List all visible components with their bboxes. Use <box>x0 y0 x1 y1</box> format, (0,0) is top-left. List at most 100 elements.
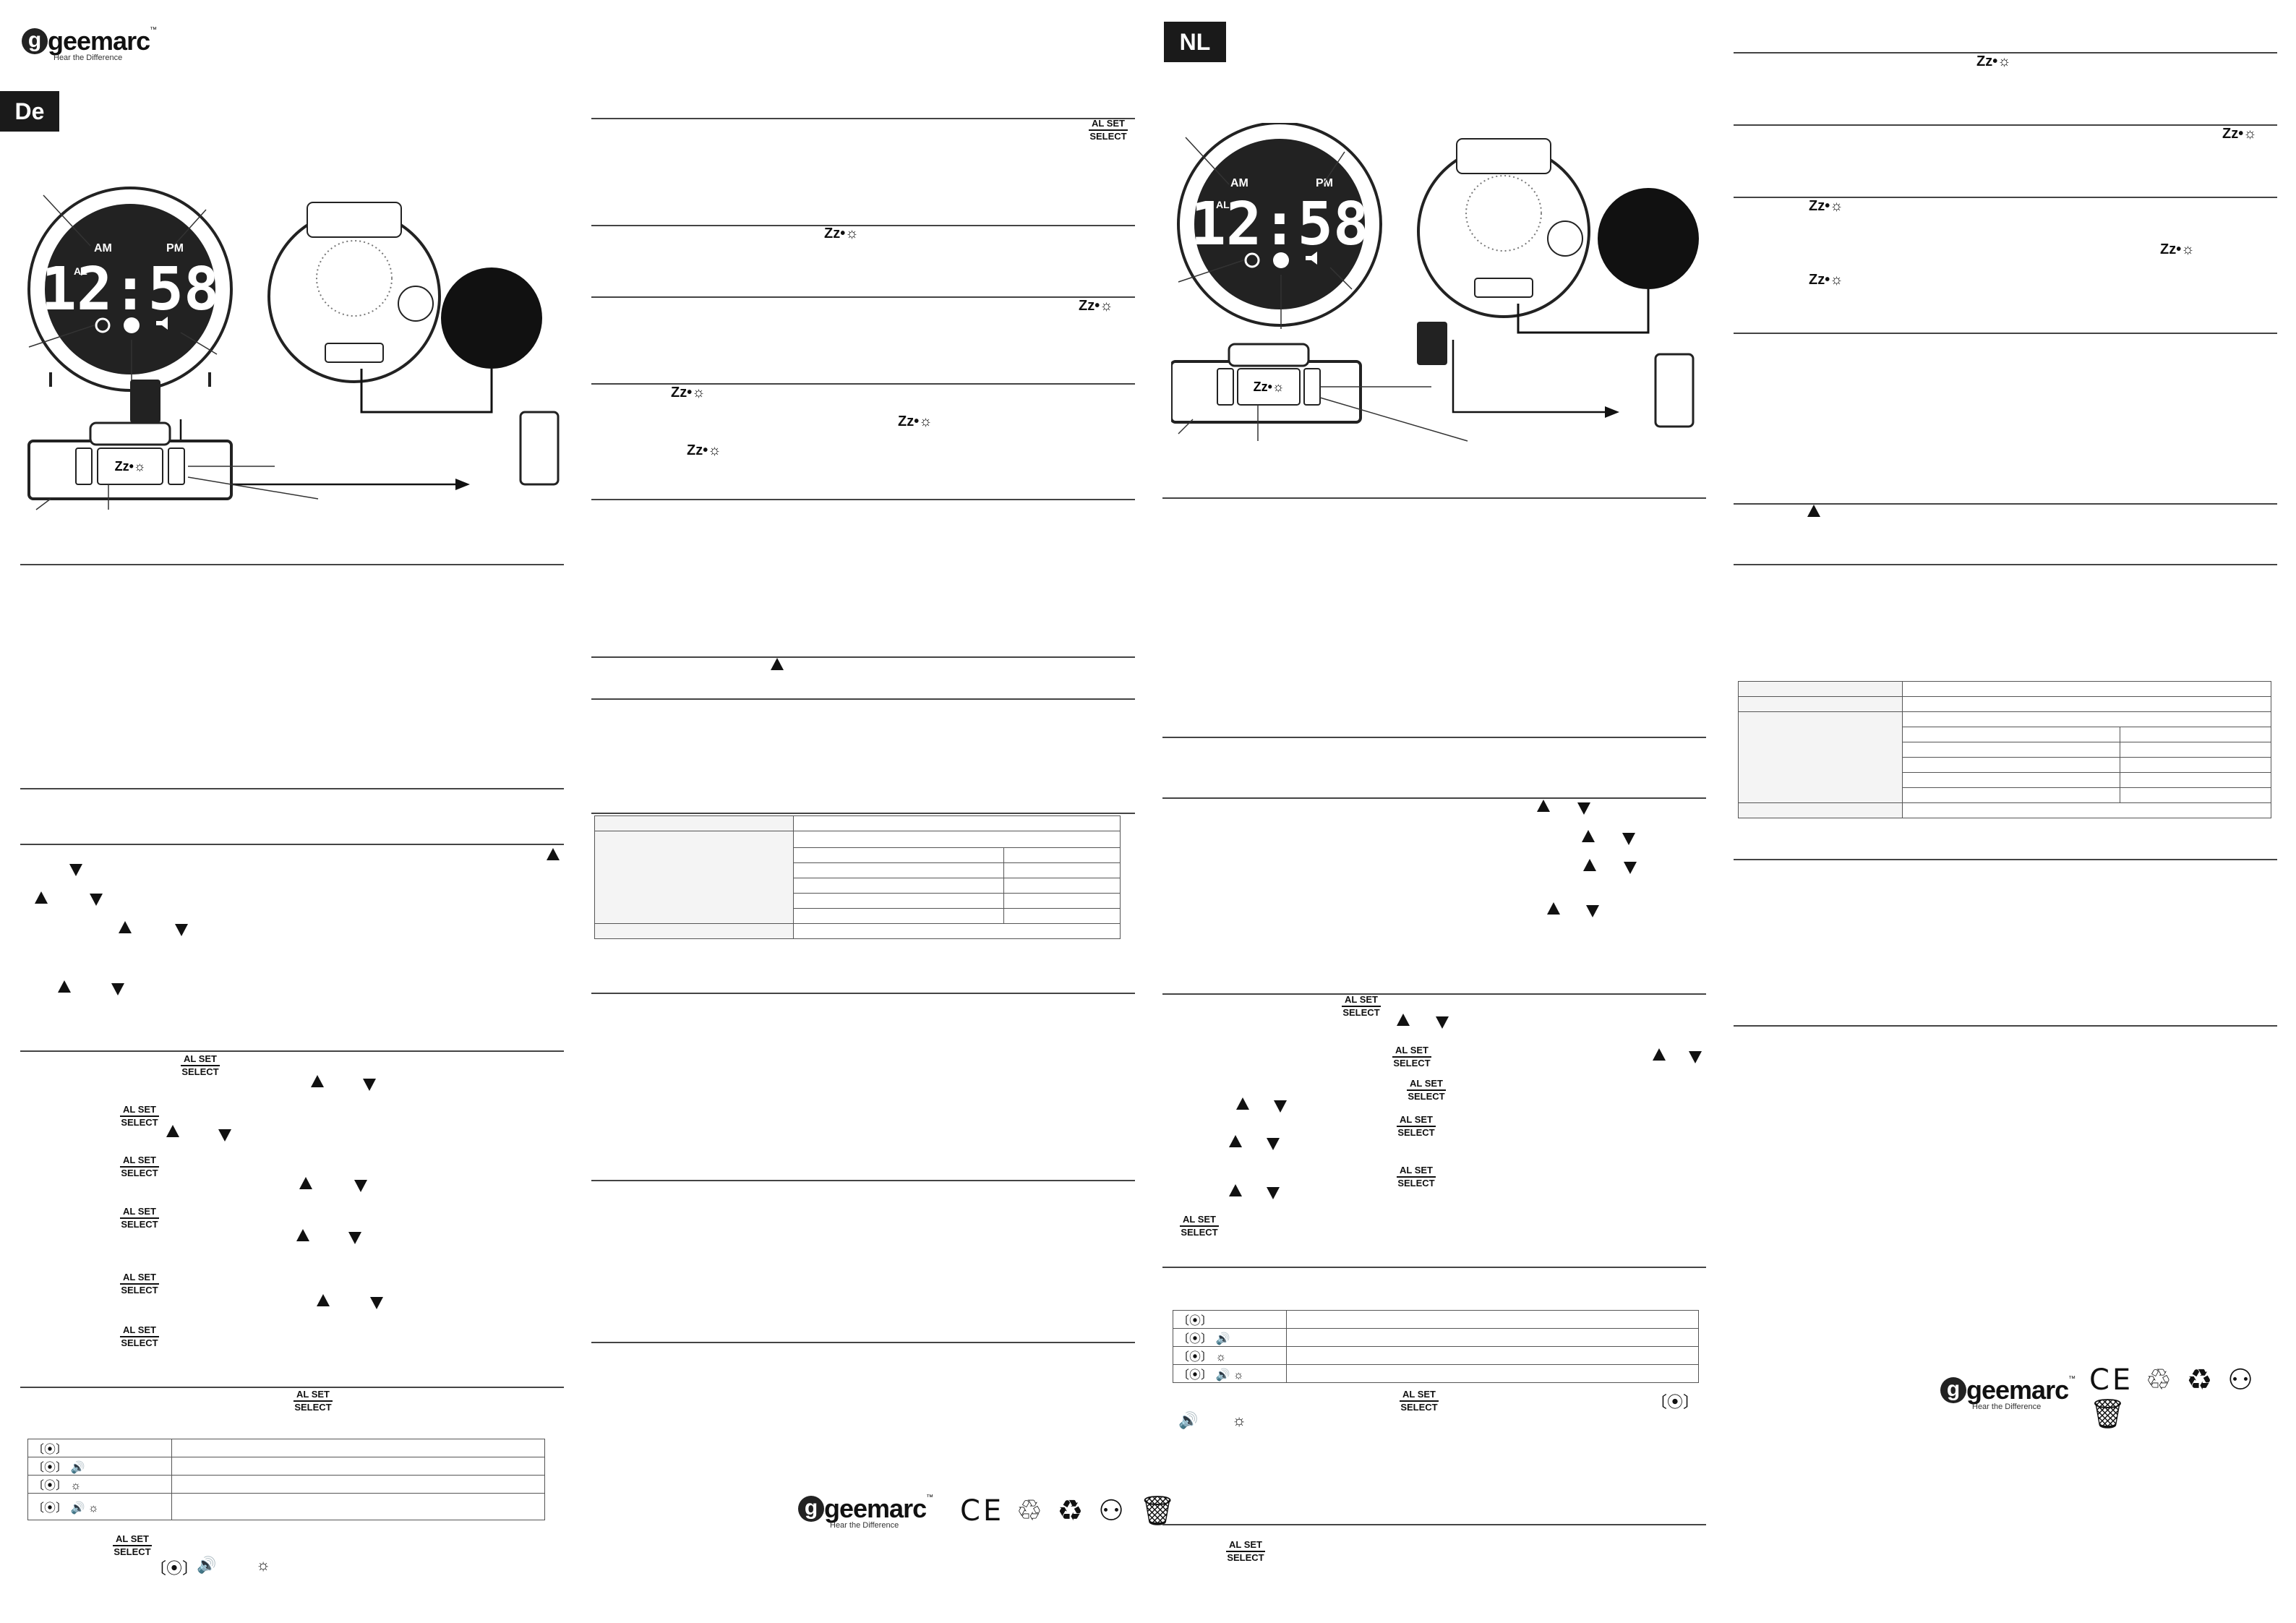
product-illustration-de: 12:58 AM PM AL Zz•☼ <box>27 187 560 510</box>
up-arrow-icon <box>299 1177 312 1189</box>
down-arrow-icon <box>348 1232 361 1244</box>
svg-text:Zz•☼: Zz•☼ <box>1254 380 1285 394</box>
down-arrow-icon <box>175 924 188 936</box>
mode-vibration: 〔⦿〕 <box>1173 1310 1287 1329</box>
snooze-light-icon: Zz•☼ <box>2160 241 2195 257</box>
divider <box>1734 1025 2277 1027</box>
divider <box>591 499 1135 500</box>
divider <box>591 296 1135 298</box>
divider <box>20 788 564 789</box>
snooze-light-icon: Zz•☼ <box>687 442 721 458</box>
snooze-light-icon: Zz•☼ <box>1809 198 1843 214</box>
mode-vibration-sound: 〔⦿〕 🔊 <box>27 1457 172 1476</box>
snooze-light-icon: Zz•☼ <box>1079 298 1113 314</box>
divider <box>1162 497 1706 499</box>
up-arrow-icon <box>1583 859 1596 871</box>
divider <box>591 118 1135 119</box>
down-arrow-icon <box>1624 862 1637 874</box>
up-arrow-icon <box>1397 1014 1410 1026</box>
up-arrow-icon <box>296 1229 309 1241</box>
down-arrow-icon <box>1436 1016 1449 1029</box>
up-arrow-icon <box>58 980 71 993</box>
svg-text:AL: AL <box>74 265 87 277</box>
up-arrow-icon <box>317 1294 330 1306</box>
clock-time-de: 12:58 <box>41 255 220 324</box>
divider <box>1734 859 2277 860</box>
divider <box>20 1050 564 1052</box>
snooze-light-icon: Zz•☼ <box>2222 126 2257 142</box>
down-arrow-icon <box>1586 905 1599 917</box>
mode-vibration: 〔⦿〕 <box>27 1439 172 1457</box>
alarm-mode-table-nl: 〔⦿〕 〔⦿〕 🔊 〔⦿〕 ☼ 〔⦿〕 🔊 ☼ <box>1173 1310 1699 1383</box>
mode-vibration-light: 〔⦿〕 ☼ <box>1173 1346 1287 1365</box>
divider <box>1734 124 2277 126</box>
divider <box>1162 737 1706 738</box>
up-arrow-icon <box>1807 505 1820 517</box>
svg-text:AM: AM <box>1230 177 1248 189</box>
up-arrow-icon <box>1236 1097 1249 1110</box>
divider <box>20 1387 564 1388</box>
divider <box>591 1342 1135 1343</box>
certification-marks: CE ♲ ♻ ⚇ 🗑 <box>960 1494 1179 1528</box>
product-illustration-nl: 12:58 AM PM AL Zz•☼ <box>1171 123 1699 442</box>
down-arrow-icon <box>90 894 103 906</box>
certification-marks: CE ♲ ♻ ⚇ 🗑 <box>2089 1363 2256 1431</box>
down-arrow-icon <box>111 983 124 995</box>
down-arrow-icon <box>354 1180 367 1192</box>
specification-table-nl <box>1738 681 2271 818</box>
mode-vibration-sound-light: 〔⦿〕 🔊 ☼ <box>27 1493 172 1520</box>
down-arrow-icon <box>370 1297 383 1309</box>
divider <box>1162 1524 1706 1525</box>
divider <box>591 383 1135 385</box>
specification-table-de <box>594 815 1121 939</box>
snooze-light-icon: Zz•☼ <box>671 385 706 401</box>
up-arrow-icon <box>1229 1135 1242 1147</box>
snooze-light-icon: Zz•☼ <box>898 414 933 429</box>
svg-text:PM: PM <box>166 242 184 254</box>
up-arrow-icon <box>1653 1048 1666 1061</box>
divider <box>591 225 1135 226</box>
down-arrow-icon <box>1577 802 1590 815</box>
divider <box>1734 52 2277 53</box>
up-arrow-icon <box>119 921 132 933</box>
up-arrow-icon <box>1537 800 1550 812</box>
down-arrow-icon <box>1267 1187 1280 1199</box>
vibration-icon: 〔⦿〕 <box>150 1559 199 1577</box>
divider <box>1734 564 2277 565</box>
up-arrow-icon <box>311 1075 324 1087</box>
light-icon: ☼ <box>1232 1411 1247 1429</box>
divider <box>591 993 1135 994</box>
divider <box>1734 197 2277 198</box>
up-arrow-icon <box>1582 830 1595 842</box>
up-arrow-icon <box>166 1125 179 1137</box>
divider <box>591 656 1135 658</box>
svg-text:PM: PM <box>1316 177 1333 189</box>
down-arrow-icon <box>218 1129 231 1142</box>
divider <box>1162 797 1706 799</box>
mode-vibration-sound-light: 〔⦿〕 🔊 ☼ <box>1173 1364 1287 1383</box>
snooze-light-icon: Zz•☼ <box>1976 53 2011 69</box>
speaker-icon: 🔊 <box>1178 1411 1199 1429</box>
divider <box>1162 1267 1706 1268</box>
divider <box>20 844 564 845</box>
down-arrow-icon <box>1267 1138 1280 1150</box>
divider <box>591 1180 1135 1181</box>
language-badge-nl: NL <box>1164 22 1226 62</box>
